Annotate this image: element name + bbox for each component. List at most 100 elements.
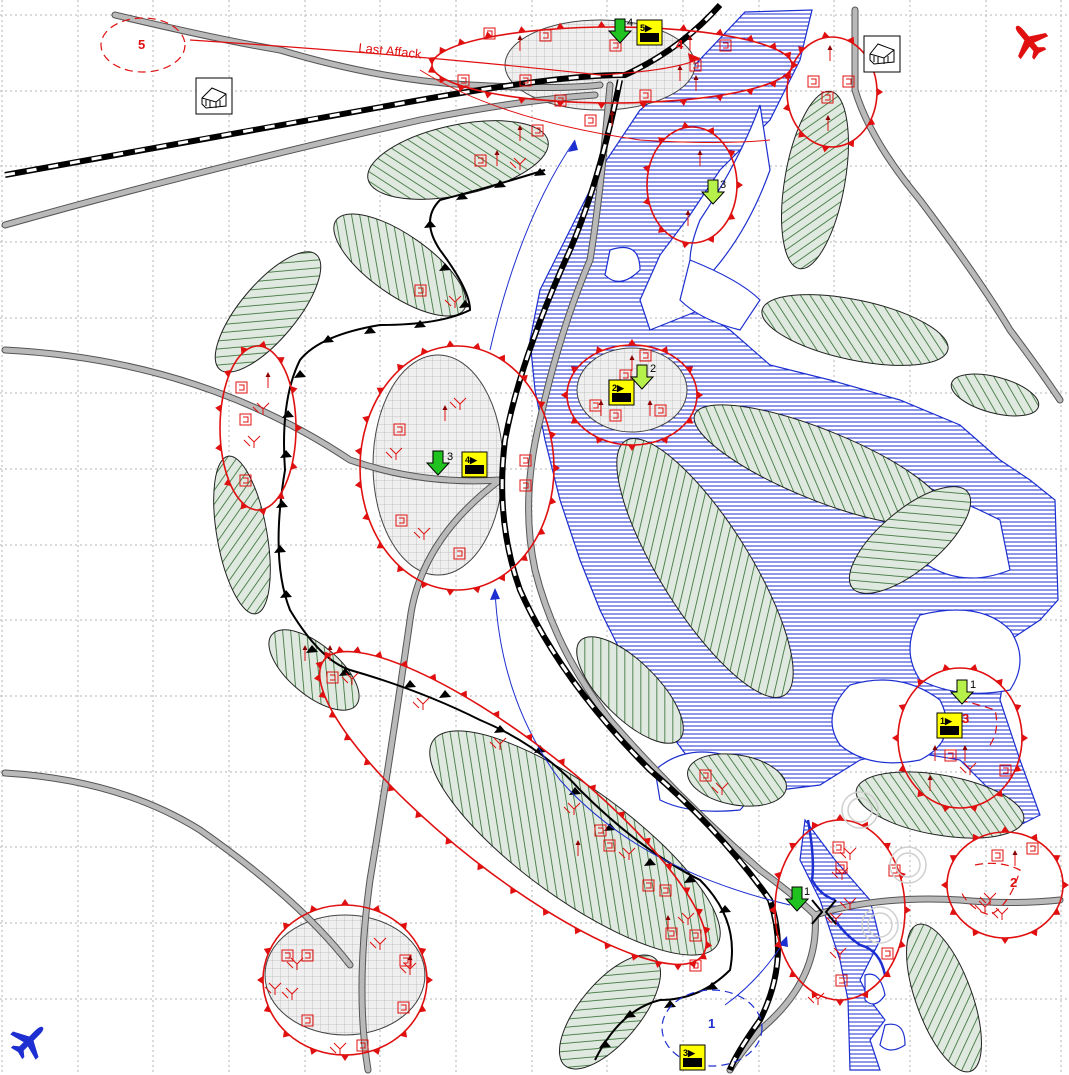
enemy-obstacle-icon	[979, 892, 997, 905]
enemy-bunker-icon	[689, 929, 702, 942]
enemy-tooth	[898, 764, 906, 773]
forest	[781, 90, 849, 270]
enemy-bunker-icon	[639, 349, 652, 362]
enemy-obstacle-icon	[243, 435, 261, 448]
enemy-tooth	[673, 964, 682, 971]
forest	[429, 730, 721, 956]
enemy-tooth	[1053, 855, 1061, 862]
enemy-arrow-icon	[598, 400, 604, 416]
enemy-tooth	[942, 663, 951, 671]
unit-label: 1▶	[940, 716, 953, 726]
enemy-tooth	[1022, 734, 1028, 742]
enemy-tooth	[705, 940, 713, 949]
attack-arrow-icon	[949, 679, 975, 705]
enemy-tooth	[282, 922, 290, 930]
arrow-number-right: 1	[970, 679, 976, 691]
enemy-obstacle-icon	[618, 847, 636, 860]
enemy-tooth	[969, 805, 978, 813]
enemy-arrow-icon	[693, 75, 699, 91]
enemy-bunker-icon	[554, 94, 567, 107]
enemy-tooth	[1014, 703, 1022, 712]
enemy-tooth	[397, 565, 405, 573]
enemy-tooth	[782, 103, 790, 112]
enemy-tooth	[949, 908, 957, 915]
enemy-tooth	[681, 121, 690, 129]
enemy-tooth	[277, 492, 285, 499]
enemy-tooth	[658, 225, 666, 233]
enemy-bunker-icon	[474, 154, 487, 167]
enemy-tooth	[313, 673, 321, 682]
enemy-obstacle-icon	[711, 782, 729, 795]
enemy-obstacle-icon	[449, 397, 467, 410]
enemy-bunker-icon	[483, 27, 496, 40]
unit-markers: 1▶2▶3▶4▶5▶	[461, 19, 963, 1071]
enemy-tooth	[1030, 929, 1038, 937]
enemy-tooth	[1030, 833, 1038, 841]
enemy-tooth	[679, 99, 688, 106]
enemy-bunker-icon	[832, 841, 845, 854]
arrow-number-mid-right: 2	[650, 363, 656, 375]
enemy-bunker-icon	[326, 671, 339, 684]
forest	[213, 455, 271, 615]
enemy-tooth	[715, 94, 724, 102]
stream	[806, 819, 887, 976]
enemy-tooth	[328, 710, 336, 718]
enemy-obstacle-icon	[412, 697, 430, 710]
enemy-obstacle-icon	[563, 802, 581, 815]
enemy-tooth	[774, 871, 782, 880]
forest	[950, 373, 1040, 417]
enemy-tooth	[597, 21, 606, 28]
enemy-tooth	[400, 922, 408, 930]
enemy-tooth	[336, 646, 345, 653]
enemy-arrow-icon	[697, 150, 703, 166]
railway	[4, 3, 781, 1072]
enemy-tooth	[353, 646, 362, 653]
enemy-arrow-icon	[665, 915, 671, 931]
enemy-tooth	[847, 140, 855, 148]
enemy-bunker-icon	[453, 547, 466, 560]
enemy-tooth	[782, 72, 790, 81]
enemy-bunker-icon	[519, 454, 532, 467]
enemy-tooth	[1014, 764, 1022, 773]
enemy-bunker-icon	[944, 749, 957, 762]
enemy-tooth	[362, 512, 370, 521]
enemy-obstacle-icon	[839, 897, 857, 910]
enemy-tooth	[484, 91, 493, 99]
enemy-tooth	[969, 663, 978, 671]
house-icon	[863, 35, 901, 73]
enemy-tooth	[277, 357, 285, 364]
enemy-tooth	[685, 416, 694, 424]
enemy-tooth	[836, 814, 844, 820]
enemy-tooth	[557, 758, 565, 766]
enemy-tooth	[315, 661, 323, 669]
enemy-tooth	[877, 88, 883, 96]
enemy-tooth	[549, 497, 557, 505]
enemy-bunker-icon	[821, 91, 834, 104]
enemy-tooth	[1063, 881, 1069, 889]
enemy-tooth	[883, 970, 891, 978]
enemy-tooth	[420, 581, 429, 589]
enemy-obstacle-icon	[829, 947, 847, 960]
enemy-tooth	[949, 855, 957, 862]
enemy-tooth	[439, 75, 447, 84]
enemy-bunker-icon	[609, 39, 622, 52]
enemy-tooth	[215, 404, 222, 413]
unit-label: 2▶	[612, 383, 625, 393]
forest	[576, 636, 684, 744]
enemy-bunker-icon	[594, 824, 607, 837]
enemy-bunker-icon	[639, 89, 652, 102]
enemy-tooth	[737, 181, 743, 189]
enemy-tooth	[995, 678, 1003, 686]
enemy-arrow-icon	[517, 35, 523, 51]
forest	[761, 294, 949, 366]
enemy-arrow-icon	[517, 125, 523, 141]
enemy-zone-teeth	[215, 21, 1069, 1061]
enemy-arrow-icon	[932, 745, 938, 761]
enemy-tooth	[574, 927, 582, 935]
unit-label: 4▶	[465, 455, 478, 465]
enemy-tooth	[387, 784, 395, 792]
enemy-bunker-icon	[665, 927, 678, 940]
enemy-tooth	[697, 391, 703, 399]
enemy-bunker-icon	[642, 879, 655, 892]
enemy-tooth	[372, 1047, 381, 1055]
